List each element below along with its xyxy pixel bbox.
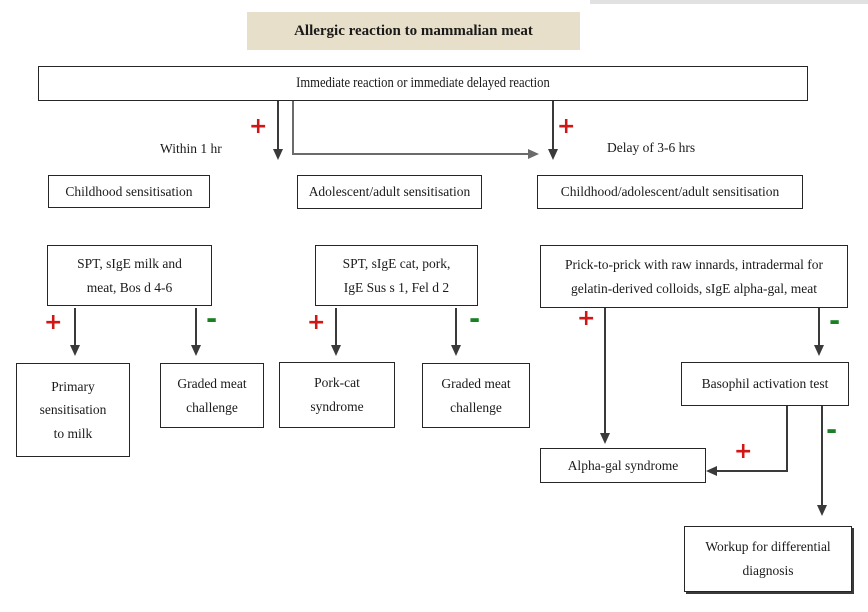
node-basophil-activation-test: Basophil activation test [681,362,849,406]
arrowhead-right-icon [528,149,539,159]
node-workup-differential-diagnosis: Workup for differential diagnosis [684,526,852,592]
title-box: Allergic reaction to mammalian meat [247,12,580,50]
node-graded-meat-challenge-1: Graded meat challenge [160,363,264,428]
label-within-1hr: Within 1 hr [160,141,222,156]
arrowhead-down-icon [814,345,824,356]
connector-line [821,406,823,506]
scan-artifact [590,0,868,4]
connector-line [818,308,820,346]
label-delay-3-6hrs: Delay of 3-6 hrs [607,140,696,155]
node-line: gelatin-derived colloids, sIgE alpha-gal… [571,280,817,296]
connector-line [335,308,337,346]
minus-sign-test-milk: - [206,304,218,335]
connector-line [717,470,788,472]
connector-line [74,308,76,346]
node-line: Pork-cat [314,375,360,391]
node-line: to milk [53,425,93,441]
node-line: syndrome [310,399,364,414]
node-root: Immediate reaction or immediate delayed … [38,66,808,101]
node-line: challenge [450,399,502,415]
arrowhead-down-icon [451,345,461,356]
arrowhead-down-icon [600,433,610,444]
connector-line [195,308,197,346]
arrowhead-left-icon [706,466,717,476]
node-test-innards: Prick-to-prick with raw innards, intrade… [540,245,848,308]
node-line: Graded meat [177,375,247,391]
connector-line [786,406,788,472]
plus-sign-delay: + [557,114,576,139]
node-test-milk: SPT, sIgE milk and meat, Bos d 4-6 [47,245,212,306]
node-line: diagnosis [742,563,794,578]
node-alpha-gal-syndrome: Alpha-gal syndrome [540,448,706,483]
plus-sign-basophil-positive: + [734,439,753,464]
node-line: IgE Sus s 1, Fel d 2 [343,279,450,295]
connector-line [552,101,554,150]
minus-sign-test-innards: - [829,306,841,337]
node-graded-meat-challenge-2: Graded meat challenge [422,363,530,428]
node-line: challenge [186,399,238,415]
node-primary-sensitisation-milk: Primary sensitisation to milk [16,363,130,457]
node-test-cat-pork: SPT, sIgE cat, pork, IgE Sus s 1, Fel d … [315,245,478,306]
connector-line [604,308,606,434]
node-pork-cat-syndrome: Pork-cat syndrome [279,362,395,428]
node-line: meat, Bos d 4-6 [86,279,173,295]
plus-sign-within-1hr: + [249,114,268,139]
plus-sign-test-cat-pork: + [307,310,326,335]
node-line: SPT, sIgE milk and [77,255,182,271]
plus-sign-test-milk: + [44,310,63,335]
connector-line [455,308,457,346]
minus-sign-basophil-negative: - [826,415,838,446]
node-adult-sensitisation: Adolescent/adult sensitisation [297,175,482,209]
page-title: Allergic reaction to mammalian meat [294,22,533,39]
node-childhood-sensitisation: Childhood sensitisation [48,175,210,208]
arrowhead-down-icon [70,345,80,356]
connector-line [277,101,279,150]
node-line: Prick-to-prick with raw innards, intrade… [565,256,823,272]
minus-sign-test-cat-pork: - [469,304,481,335]
arrowhead-down-icon [191,345,201,356]
node-line: Primary [51,378,95,394]
plus-sign-test-innards: + [577,306,596,331]
arrowhead-down-icon [273,149,283,160]
node-root-label: Immediate reaction or immediate delayed … [296,75,550,92]
connector-line [292,101,294,155]
arrowhead-down-icon [548,149,558,160]
node-line: Graded meat [441,375,511,391]
connector-line [292,153,529,155]
node-line: SPT, sIgE cat, pork, [342,255,451,271]
arrowhead-down-icon [331,345,341,356]
node-line: sensitisation [39,402,107,418]
node-all-sensitisation: Childhood/adolescent/adult sensitisation [537,175,803,209]
arrowhead-down-icon [817,505,827,516]
node-line: Workup for differential [705,539,831,555]
